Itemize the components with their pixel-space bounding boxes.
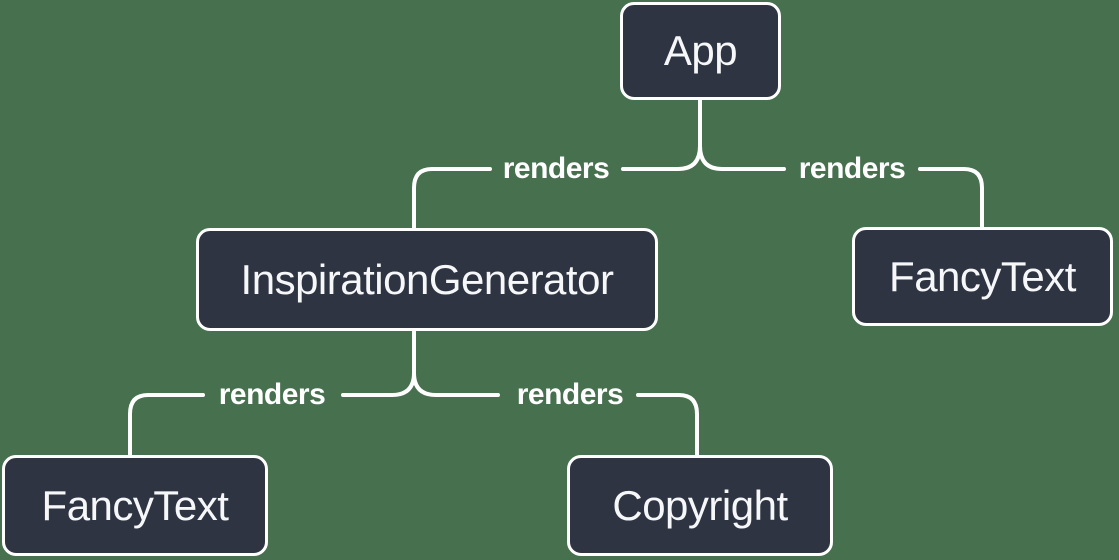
- node-inspiration-generator: InspirationGenerator: [196, 228, 658, 331]
- node-fancy-text-top: FancyText: [852, 227, 1113, 326]
- edge-label-ig-copyright: renders: [516, 378, 624, 411]
- node-app-label: App: [663, 27, 738, 74]
- node-fancy-text-bottom-label: FancyText: [41, 481, 229, 529]
- edge-label-app-inspirationgenerator: renders: [502, 152, 610, 185]
- edge-ig-copyright-drop-line: [636, 393, 699, 458]
- edge-ig-copyright-line: [412, 371, 500, 397]
- edge-ig-fancytext-drop-line: [128, 393, 205, 458]
- node-fancy-text-top-label: FancyText: [889, 252, 1076, 300]
- edge-app-inspirationgenerator-line: [621, 144, 702, 171]
- edge-app-fancytext-drop-line: [918, 167, 984, 230]
- node-copyright-label: Copyright: [612, 481, 788, 529]
- edge-ig-fancytext-line: [341, 371, 416, 397]
- node-fancy-text-bottom: FancyText: [2, 455, 268, 556]
- edge-app-inspirationgenerator-drop-line: [412, 167, 492, 231]
- edge-label-app-fancytext: renders: [798, 152, 906, 185]
- node-inspiration-generator-label: InspirationGenerator: [240, 255, 614, 303]
- node-app: App: [620, 2, 781, 100]
- node-copyright: Copyright: [567, 455, 833, 556]
- edge-app-fancytext-line: [698, 144, 786, 171]
- edge-label-ig-fancytext: renders: [218, 378, 326, 411]
